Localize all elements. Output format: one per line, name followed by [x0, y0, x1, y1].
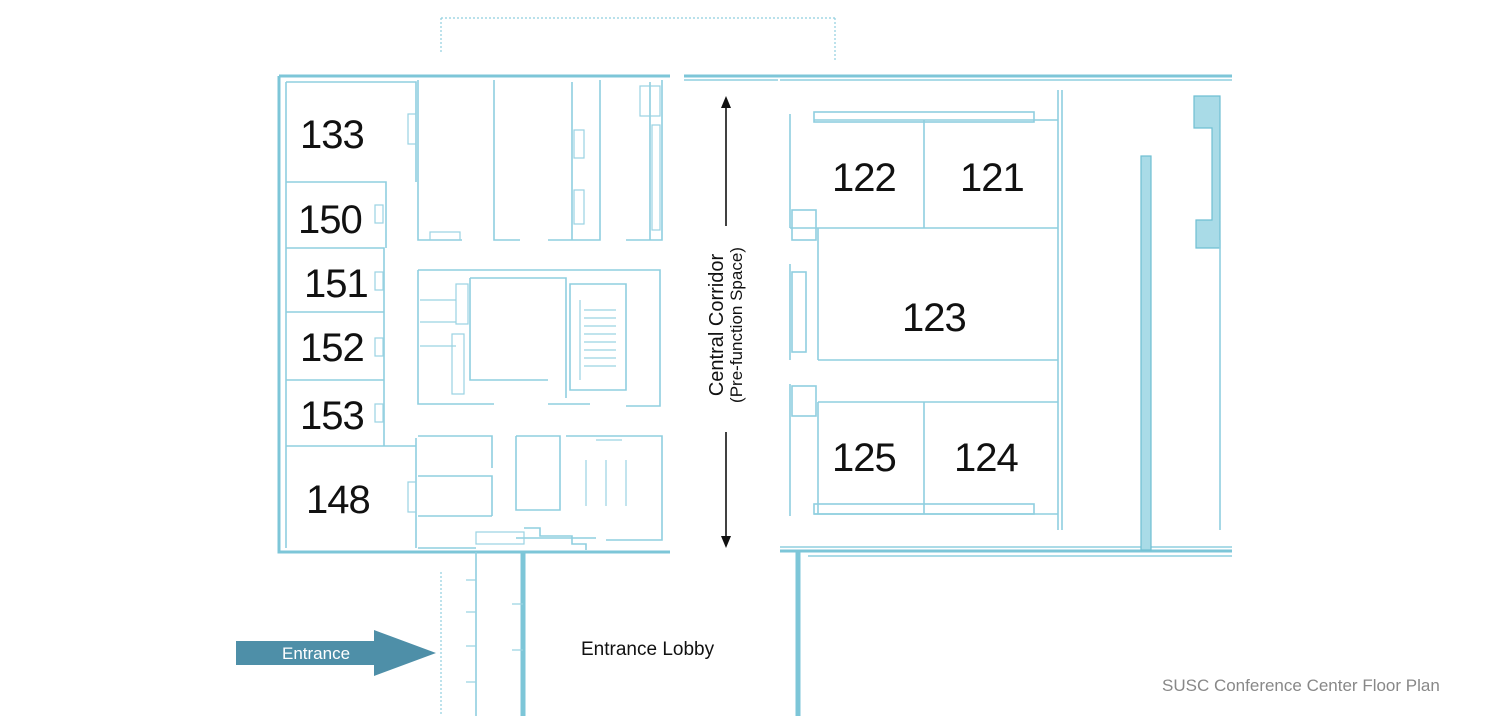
room-152-door	[374, 337, 384, 357]
stair-outline	[569, 283, 627, 391]
room-label-150: 150	[298, 198, 363, 242]
stair-treads	[579, 300, 616, 380]
room-153-door	[374, 403, 384, 423]
lobby-counter	[475, 531, 525, 545]
entrance-label: Entrance	[282, 644, 351, 663]
room-label-121: 121	[960, 156, 1025, 200]
lobby-stepped-wall	[524, 527, 587, 550]
service-fixture-4	[651, 124, 661, 231]
core-fixture-2	[451, 333, 465, 395]
service-fixture-5	[429, 231, 461, 241]
south-service-rooms	[418, 435, 663, 549]
closet-lower	[791, 385, 817, 417]
planter-long	[1140, 155, 1152, 551]
closet-upper	[791, 209, 817, 241]
canopy-outline	[440, 17, 836, 60]
room-150-door	[374, 204, 384, 224]
room-148-door	[407, 481, 417, 513]
room-label-125: 125	[832, 436, 897, 480]
partition-store-top	[813, 111, 1035, 123]
corridor-arrow-up	[721, 96, 731, 108]
corridor-title: Central Corridor	[706, 253, 728, 397]
room-label-152: 152	[300, 326, 365, 370]
room-label-151: 151	[304, 262, 369, 306]
toilet-stalls	[585, 439, 627, 506]
entrance-lobby-label: Entrance Lobby	[581, 639, 715, 660]
entrance-arrow	[236, 630, 436, 676]
corridor-arrow-down	[721, 536, 731, 548]
meeting-block-outer	[789, 90, 1063, 530]
meeting-room-walls	[790, 119, 1058, 515]
service-fixture-1	[573, 129, 585, 159]
partition-store-bottom	[813, 503, 1035, 515]
room-label-133: 133	[300, 113, 365, 157]
outer-wall-west-block	[277, 74, 670, 554]
corridor-subtitle: (Pre-function Space)	[727, 247, 746, 403]
central-core	[417, 269, 661, 407]
service-fixture-3	[639, 85, 661, 117]
north-service-rooms	[417, 80, 663, 241]
room-label-122: 122	[832, 156, 897, 200]
planter-l-shape	[1193, 95, 1221, 249]
service-fixture-2	[573, 189, 585, 225]
core-partitions	[420, 299, 456, 347]
room-133-door	[407, 113, 417, 145]
room-label-124: 124	[954, 436, 1019, 480]
room-label-123: 123	[902, 296, 967, 340]
room-151-door	[374, 271, 384, 291]
floor-plan-caption: SUSC Conference Center Floor Plan	[1162, 676, 1440, 695]
room-label-153: 153	[300, 394, 365, 438]
room-label-148: 148	[306, 478, 371, 522]
lobby-doors	[466, 579, 523, 683]
west-room-column	[285, 81, 417, 548]
core-fixture-1	[455, 283, 469, 325]
room-123-side-panel	[791, 271, 807, 353]
